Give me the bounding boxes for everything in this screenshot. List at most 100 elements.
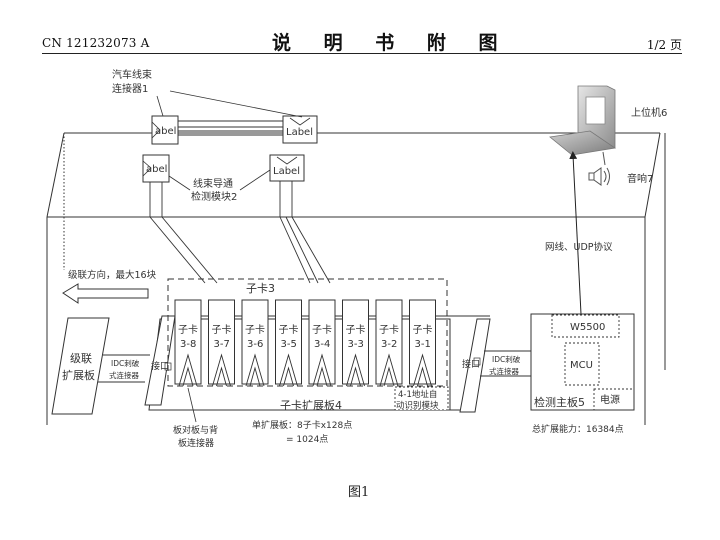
right-slant-edge [644, 132, 661, 218]
network-link-up [569, 151, 582, 315]
host-label: 上位机6 [631, 106, 667, 119]
connector-label: Label [286, 127, 313, 138]
address-module-label-2: 动识别模块 [396, 400, 439, 411]
subcard-id: 3-7 [214, 339, 230, 350]
speaker-label: 音响7 [627, 172, 653, 185]
leader-line [168, 175, 191, 191]
expansion-board-label: 子卡扩展板4 [280, 398, 342, 412]
subcard-id: 3-4 [314, 339, 330, 350]
subcard-name: 子卡 [178, 323, 198, 336]
leader-line [187, 387, 197, 423]
board-to-board-connector-icon [279, 353, 298, 387]
subcard-3-8: 子卡 3-8 [174, 299, 202, 387]
subcard-body [174, 299, 202, 385]
subcard-name: 子卡 [279, 323, 299, 336]
cascade-board-label-2: 扩展板 [62, 368, 95, 382]
power-label: 电源 [600, 393, 620, 406]
subcard-3-7: 子卡 3-7 [208, 299, 235, 387]
board-to-board-connector-icon [312, 353, 332, 387]
network-label: 网线、UDP协议 [545, 241, 613, 253]
subcard-group-label: 子卡3 [246, 282, 275, 295]
subcard-group [167, 278, 448, 387]
subcard-3-2: 子卡 3-2 [375, 299, 403, 387]
laptop-icon [549, 85, 617, 156]
subcard-name: 子卡 [245, 323, 265, 336]
board-to-board-connector-icon [413, 353, 432, 387]
cascade-direction-arrow [62, 283, 149, 304]
interface-right [459, 318, 491, 413]
interface-left [144, 315, 176, 406]
harness-connector-label-1: 汽车线束 [112, 68, 152, 81]
subcard-name: 子卡 [346, 323, 366, 336]
cascade-board-label-1: 级联 [70, 352, 92, 365]
module-wires [149, 181, 331, 284]
idc-label-left-2: 式连接器 [109, 370, 139, 380]
subcard-id: 3-2 [381, 339, 397, 350]
subcard-name: 子卡 [413, 323, 433, 336]
subcard-id: 3-1 [415, 339, 431, 350]
btb-connector-label-2: 板连接器 [178, 437, 214, 449]
subcard-3-6: 子卡3-6 [241, 299, 269, 387]
header-rule [42, 53, 682, 54]
board-to-board-connector-icon [178, 353, 198, 387]
board-to-board-connector-icon [245, 353, 265, 387]
idc-label-right-2: 式连接器 [489, 366, 519, 376]
idc-label-right-1: IDC刺破 [492, 354, 521, 364]
leader-line [156, 95, 164, 117]
left-slant-edge [46, 132, 65, 218]
subcard-3-4: 子卡 3-4 [308, 299, 336, 387]
subcard-name: 子卡 [312, 323, 332, 336]
btb-connector-label-1: 板对板与背 [173, 424, 218, 436]
subcard-name: 子卡 [379, 323, 399, 336]
idc-label-left-1: IDC刺破 [111, 358, 140, 368]
cascade-board [51, 317, 110, 415]
subcard-3-1: 子卡 3-1 [409, 299, 436, 387]
address-module-label-1: 4-1地址自 [398, 389, 437, 400]
total-capacity: 总扩展能力：16384点 [532, 423, 624, 435]
single-board-capacity-2: = 1024点 [286, 434, 328, 445]
subcard-id: 3-8 [180, 339, 196, 350]
subcard-body [275, 299, 302, 385]
subcard-body [375, 299, 403, 385]
speaker-icon [588, 151, 610, 186]
subcard-body [208, 299, 235, 385]
page-number: 1/2 页 [646, 38, 682, 52]
harness-connector-right: Label [282, 115, 318, 144]
subcard-3-3: 子卡 3-3 [342, 299, 369, 387]
harness-cable [178, 120, 283, 136]
power-module [593, 388, 635, 411]
guide-module-label-1: 线束导通 [193, 177, 233, 190]
harness-connector-left: abel [151, 115, 179, 145]
cascade-direction-label: 级联方向，最大16块 [68, 269, 157, 281]
board-to-board-connector-icon [212, 353, 231, 387]
w5500-module [551, 314, 620, 338]
page-title: 说 明 书 附 图 [272, 32, 511, 54]
main-board-label: 检测主板5 [534, 395, 585, 409]
mcu-module [564, 342, 600, 386]
guide-module-right: Label [269, 154, 305, 182]
mcu-label: MCU [570, 360, 593, 371]
board-to-board-connector-icon [346, 353, 365, 387]
leader-line [169, 90, 303, 118]
connector-label: abel [155, 126, 176, 137]
subcard-body [342, 299, 369, 385]
document-number: CN 121232073 A [42, 36, 150, 50]
guide-module-left: abel [142, 154, 170, 183]
subcard-body [308, 299, 336, 385]
address-module [394, 386, 449, 411]
guide-module-label-2: 检测模块2 [191, 190, 237, 203]
figure-caption: 图1 [348, 485, 370, 500]
subcard-body [241, 299, 269, 385]
subcard-id: 3-3 [348, 339, 364, 350]
subcard-name: 子卡 [212, 323, 232, 336]
main-board [530, 313, 635, 411]
module-label: abel [146, 164, 167, 175]
w5500-label: W5500 [570, 322, 605, 333]
subcard-3-5: 子卡3-5 [275, 299, 302, 387]
subcard-body [409, 299, 436, 385]
board-to-board-connector-icon [379, 353, 399, 387]
single-board-capacity-1: 单扩展板：8子卡x128点 [252, 419, 352, 431]
interface-label-left: 接口 [151, 360, 169, 372]
